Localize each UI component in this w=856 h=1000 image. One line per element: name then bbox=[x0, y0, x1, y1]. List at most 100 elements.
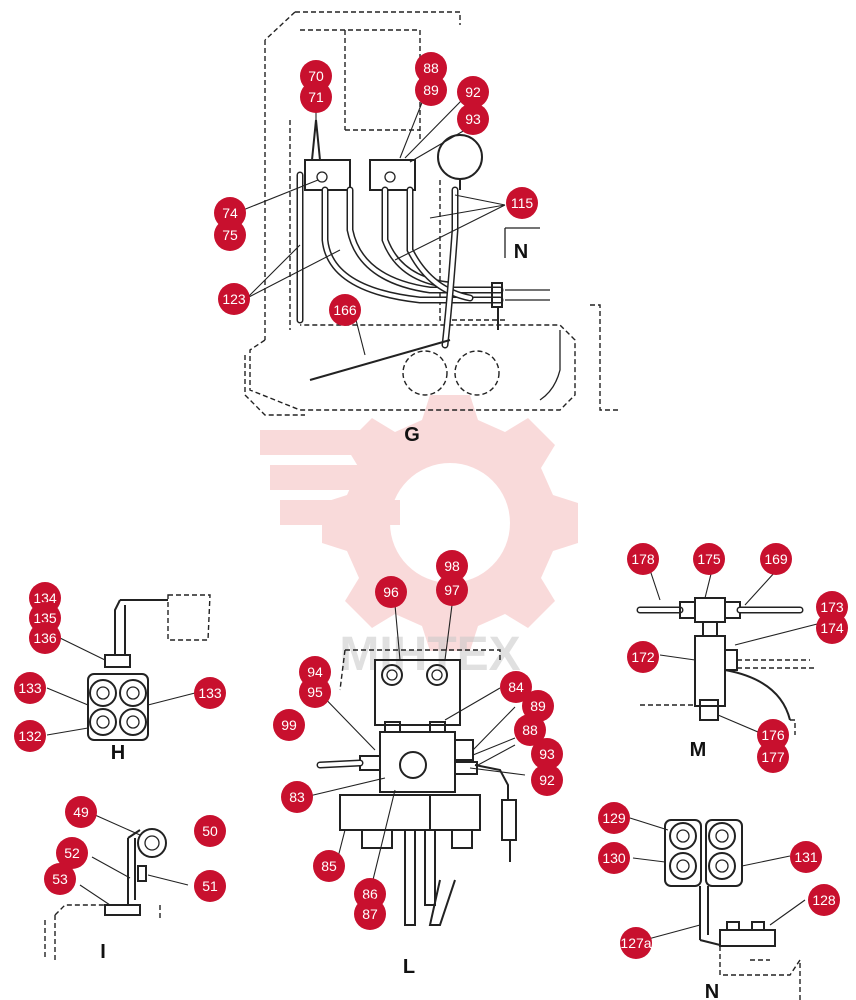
svg-text:95: 95 bbox=[307, 684, 323, 700]
view-label-h: H bbox=[111, 742, 125, 764]
callout-balloon: 175 bbox=[693, 543, 725, 575]
svg-text:176: 176 bbox=[761, 727, 785, 743]
svg-text:178: 178 bbox=[631, 551, 655, 567]
callout-balloon: 115 bbox=[506, 187, 538, 219]
svg-text:89: 89 bbox=[423, 82, 439, 98]
svg-text:136: 136 bbox=[33, 630, 57, 646]
view-h-drawing bbox=[46, 594, 211, 741]
svg-text:115: 115 bbox=[511, 195, 534, 211]
callout-balloon: 98 bbox=[436, 550, 468, 582]
callout-balloon: 133 bbox=[194, 677, 226, 709]
callout-balloon: 136 bbox=[29, 622, 61, 654]
view-g-leaders bbox=[242, 94, 506, 356]
callout-balloon: 87 bbox=[354, 898, 386, 930]
svg-text:92: 92 bbox=[465, 84, 481, 100]
svg-text:71: 71 bbox=[308, 89, 324, 105]
svg-text:169: 169 bbox=[764, 551, 788, 567]
svg-text:97: 97 bbox=[444, 582, 460, 598]
svg-text:133: 133 bbox=[198, 685, 222, 701]
callout-balloon: 89 bbox=[415, 74, 447, 106]
callout-balloon: 130 bbox=[598, 842, 630, 874]
callout-balloon: 49 bbox=[65, 796, 97, 828]
svg-text:174: 174 bbox=[820, 620, 844, 636]
callout-balloon: 75 bbox=[214, 219, 246, 251]
callout-balloon: 96 bbox=[375, 576, 407, 608]
callout-balloon: 128 bbox=[808, 884, 840, 916]
svg-text:93: 93 bbox=[539, 746, 555, 762]
view-label-m: M bbox=[690, 739, 707, 761]
view-label-i: I bbox=[100, 941, 106, 963]
view-i-drawing bbox=[44, 814, 189, 960]
svg-text:89: 89 bbox=[530, 698, 546, 714]
callout-balloon: 88 bbox=[514, 714, 546, 746]
callout-balloon: 92 bbox=[531, 764, 563, 796]
svg-text:131: 131 bbox=[794, 849, 818, 865]
callout-balloon: 131 bbox=[790, 841, 822, 873]
svg-text:133: 133 bbox=[18, 680, 42, 696]
svg-text:88: 88 bbox=[423, 60, 439, 76]
callout-balloon: 166 bbox=[329, 294, 361, 326]
view-label-g: G bbox=[404, 424, 420, 446]
svg-text:177: 177 bbox=[761, 749, 785, 765]
svg-text:70: 70 bbox=[308, 68, 324, 84]
callout-balloon: 93 bbox=[457, 103, 489, 135]
svg-text:53: 53 bbox=[52, 871, 68, 887]
view-n-drawing bbox=[629, 817, 806, 1000]
svg-text:84: 84 bbox=[508, 679, 524, 695]
view-label-l: L bbox=[403, 956, 415, 978]
svg-text:75: 75 bbox=[222, 227, 238, 243]
svg-text:88: 88 bbox=[522, 722, 538, 738]
callout-balloon: 133 bbox=[14, 672, 46, 704]
callout-balloon: 88 bbox=[415, 52, 447, 84]
svg-text:99: 99 bbox=[281, 717, 297, 733]
svg-text:134: 134 bbox=[33, 590, 57, 606]
svg-text:94: 94 bbox=[307, 664, 323, 680]
callout-balloon: 99 bbox=[273, 709, 305, 741]
callout-balloon: 172 bbox=[627, 641, 659, 673]
svg-text:130: 130 bbox=[602, 850, 626, 866]
callout-balloon: 53 bbox=[44, 863, 76, 895]
callout-balloon: 83 bbox=[281, 781, 313, 813]
svg-text:129: 129 bbox=[602, 810, 626, 826]
svg-text:123: 123 bbox=[222, 291, 246, 307]
callout-balloon: 129 bbox=[598, 802, 630, 834]
view-label-n: N bbox=[705, 981, 719, 1000]
watermark-text: MIHTEX bbox=[339, 628, 520, 681]
callout-balloon: 84 bbox=[500, 671, 532, 703]
svg-text:166: 166 bbox=[333, 302, 357, 318]
callout-balloons: 70 71 88 89 92 93 74 75 115 123 166 134 … bbox=[14, 52, 848, 959]
svg-text:86: 86 bbox=[362, 886, 378, 902]
callout-balloon: 174 bbox=[816, 612, 848, 644]
svg-text:83: 83 bbox=[289, 789, 305, 805]
svg-text:92: 92 bbox=[539, 772, 555, 788]
view-l-drawing bbox=[304, 604, 526, 926]
callout-balloon: 176 bbox=[757, 719, 789, 751]
callout-balloon: 95 bbox=[299, 676, 331, 708]
svg-text:87: 87 bbox=[362, 906, 378, 922]
svg-text:175: 175 bbox=[697, 551, 721, 567]
callout-balloon: 93 bbox=[531, 738, 563, 770]
svg-text:49: 49 bbox=[73, 804, 89, 820]
svg-text:127a: 127a bbox=[620, 935, 651, 951]
callout-balloon: 51 bbox=[194, 870, 226, 902]
svg-text:135: 135 bbox=[33, 610, 57, 626]
callout-balloon: 178 bbox=[627, 543, 659, 575]
callout-balloon: 52 bbox=[56, 837, 88, 869]
callout-balloon: 132 bbox=[14, 720, 46, 752]
callout-balloon: 92 bbox=[457, 76, 489, 108]
svg-text:172: 172 bbox=[631, 649, 655, 665]
svg-text:128: 128 bbox=[812, 892, 836, 908]
view-m-drawing bbox=[636, 569, 826, 736]
svg-text:173: 173 bbox=[820, 599, 844, 615]
svg-text:98: 98 bbox=[444, 558, 460, 574]
callout-balloon: 74 bbox=[214, 197, 246, 229]
view-label-n-ref: N bbox=[514, 241, 528, 263]
svg-text:85: 85 bbox=[321, 858, 337, 874]
svg-text:51: 51 bbox=[202, 878, 218, 894]
callout-balloon: 169 bbox=[760, 543, 792, 575]
callout-balloon: 97 bbox=[436, 574, 468, 606]
svg-text:52: 52 bbox=[64, 845, 80, 861]
callout-balloon: 71 bbox=[300, 81, 332, 113]
callout-balloon: 50 bbox=[194, 815, 226, 847]
